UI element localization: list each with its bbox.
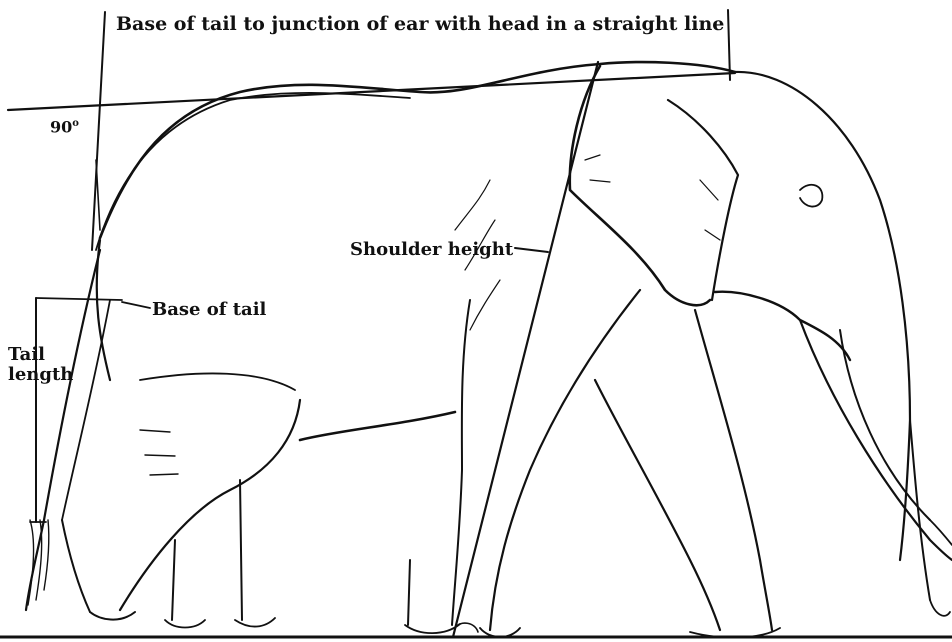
angle-value: 90 [50,117,72,136]
trunk-tip [930,600,950,616]
hind-leg-front [120,400,300,610]
hind-thigh [140,373,295,390]
ear-wrinkles [585,155,720,240]
front-leg-far-2 [408,560,410,625]
eye [800,185,822,207]
shoulder-height-label: Shoulder height [350,240,513,260]
tusk-tip [930,520,952,545]
tail-length-label-line1: Tail [8,345,73,365]
face-lines [715,292,850,360]
front-leg-near-back [490,290,640,630]
hind-leg-back [62,520,90,612]
vertical-reference-line-lower [96,160,100,230]
angle-degree-mark: o [72,118,79,129]
ear-outline [570,66,710,305]
head-outline [735,72,910,560]
far-hind-foot [165,618,275,628]
base-of-tail-pointer [122,302,150,308]
tail-length-top-tick [36,298,122,300]
front-foot-toe [455,623,478,632]
tusk-outline [800,320,952,560]
belly-outline [300,412,455,440]
title-label: Base of tail to junction of ear with hea… [116,14,724,35]
hind-foot [90,612,135,620]
ear-outline-inner [668,100,738,300]
hind-knee-lines [140,430,178,475]
tail-to-ear-line [8,73,735,110]
far-hind-leg [172,480,242,620]
back-outline-inner [96,93,410,250]
base-of-tail-label: Base of tail [152,300,266,320]
shoulder-pointer [515,248,548,252]
tail-outline [26,250,100,610]
front-leg-near-front [695,310,772,630]
angle-label: 90o [50,118,79,136]
tail-inner [62,300,110,520]
shoulder-height-line [453,62,598,637]
front-leg-near [595,380,720,630]
tail-tuft [28,520,49,605]
tail-length-label-line2: length [8,365,73,385]
tail-length-label: Tail length [8,345,73,385]
